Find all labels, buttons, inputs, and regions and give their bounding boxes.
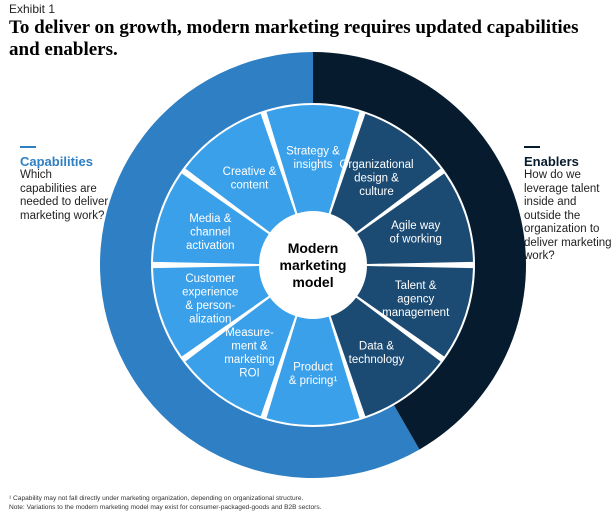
segments-group: Strategy & insights Organizational design &… [153, 105, 473, 425]
segment-label-line: insights [294, 159, 333, 171]
capabilities-ring [99, 52, 420, 479]
segment-label-creative-content: Creative &content [223, 166, 277, 192]
enablers-heading: Enablers [524, 154, 579, 169]
footnote-note: Note: Variations to the modern marketing… [9, 503, 322, 511]
segment-label-line: design & [354, 173, 399, 185]
segment-label-line: Measure- [225, 327, 274, 339]
segment-label-line: Creative & [223, 166, 277, 178]
segment-label-line: culture [359, 186, 394, 198]
segment-label-line: Product [293, 361, 333, 373]
segment-label-line: Strategy & [286, 145, 340, 157]
segment-label-line: Customer [185, 273, 235, 285]
segment-media-channel [153, 173, 269, 264]
center-label-line: Modern [288, 240, 339, 256]
segment-label-line: Organizational [339, 159, 413, 171]
segment-label-line: marketing [224, 354, 275, 366]
exhibit-label: Exhibit 1 [9, 2, 56, 16]
segment-label-product-pricing: Product & pricing¹ [289, 361, 338, 387]
segment-data-technology [330, 297, 441, 417]
segment-talent-agency [357, 266, 473, 357]
capabilities-text: Which capabilities are needed to deliver… [20, 169, 109, 222]
segment-label-line: ROI [239, 368, 259, 380]
segment-label-line: content [231, 179, 270, 191]
segment-label-line: channel [190, 227, 230, 239]
segment-label-customer-experience: Customer experience& person-alization [182, 273, 238, 326]
enablers-panel: Enablers How do we leverage talent insid… [524, 146, 614, 264]
segment-label-line: Data & [359, 341, 394, 353]
segment-label-line: & pricing¹ [289, 375, 338, 387]
segment-label-strategy-insights: Strategy & insights [286, 145, 340, 171]
enablers-ring [313, 52, 526, 450]
segment-label-organizational-design: Organizational design &culture [339, 159, 413, 198]
segment-label-line: of working [390, 233, 442, 245]
segment-label-line: ment & [231, 341, 268, 353]
segment-measurement-roi [185, 297, 296, 417]
center-circle [262, 214, 364, 316]
footnotes: ¹ Capability may not fall directly under… [9, 495, 322, 512]
segment-strategy-insights [266, 105, 360, 214]
center-label-line: model [292, 274, 333, 290]
enablers-dash [524, 146, 540, 148]
center-label-line: marketing [280, 257, 347, 273]
page-title: To deliver on growth, modern marketing r… [9, 17, 579, 60]
segment-label-talent-agency: Talent &agency management [382, 280, 450, 319]
segment-label-line: Media & [189, 213, 232, 225]
capabilities-heading: Capabilities [20, 154, 93, 169]
footnote-1: ¹ Capability may not fall directly under… [9, 495, 304, 502]
segment-label-line: agency [397, 293, 434, 305]
segment-organizational-design [330, 113, 441, 233]
segment-label-line: activation [186, 240, 235, 252]
segment-product-pricing [266, 316, 360, 425]
segment-creative-content [185, 113, 296, 233]
segment-label-line: experience [182, 287, 238, 299]
segment-label-line: Agile way [391, 220, 440, 232]
segment-agile-way-of-working [357, 173, 473, 264]
enablers-text: How do we leverage talent inside and out… [524, 169, 612, 262]
segment-label-line: management [382, 307, 450, 319]
segment-label-line: & person- [185, 300, 235, 312]
capabilities-panel: Capabilities Which capabilities are need… [20, 146, 110, 223]
segment-label-data-technology: Data &technology [349, 341, 405, 367]
segment-label-line: Talent & [395, 280, 437, 292]
segment-label-line: technology [349, 354, 405, 366]
segment-label-line: alization [189, 314, 231, 326]
segment-customer-experience [153, 266, 269, 357]
capabilities-dash [20, 146, 36, 148]
